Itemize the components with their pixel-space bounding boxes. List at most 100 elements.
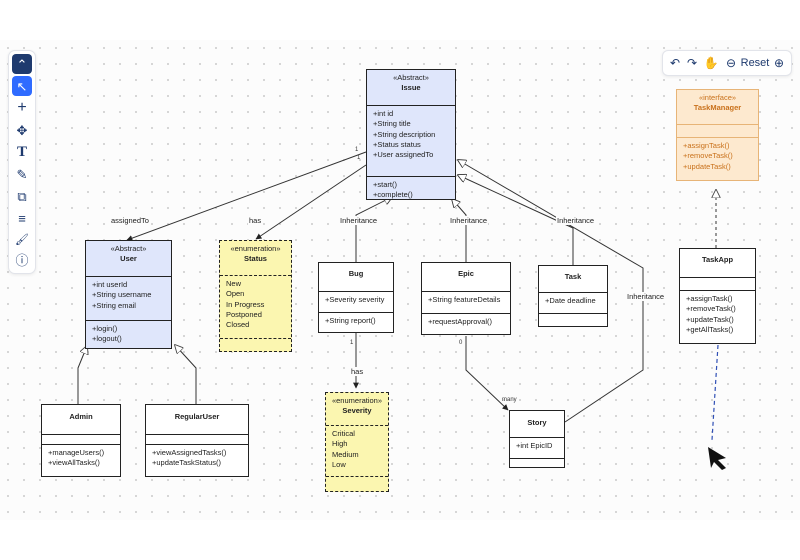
status-stereotype: «enumeration» (230, 244, 281, 253)
method: +login() (92, 324, 118, 333)
issue-name: Issue (401, 83, 421, 93)
bug-attributes: +Severity severity (319, 291, 393, 312)
severity-name: Severity (342, 406, 372, 416)
story-attributes: +int EpicID (510, 437, 564, 458)
brush-icon[interactable]: 🖌 (15, 233, 29, 246)
dependency-dashed-line (711, 344, 719, 441)
attribute: +String title (373, 119, 411, 129)
issue-methods: +start() +complete() (367, 176, 455, 204)
multiplicity-1: 1 (357, 155, 361, 161)
label-has-severity: has (350, 367, 365, 376)
method: +updateTaskStatus() (152, 458, 221, 468)
attribute: +int id (373, 109, 394, 118)
enum-value: Critical (332, 429, 355, 438)
pencil-icon[interactable]: ✎ (16, 166, 28, 182)
user-stereotype: «Abstract» (110, 244, 147, 253)
reset-button[interactable]: Reset (740, 57, 770, 69)
method: +requestApproval() (428, 317, 492, 326)
text-icon[interactable]: T (16, 143, 27, 160)
class-story[interactable]: Story +int EpicID (509, 410, 565, 468)
label-inheritance-task: Inheritance (556, 216, 596, 225)
class-task[interactable]: Task +Date deadline (538, 265, 608, 327)
attribute: +Date deadline (545, 296, 596, 305)
add-shape-icon[interactable]: ⧉ (17, 188, 27, 204)
zoom-in-icon[interactable]: ⊕ (773, 56, 785, 70)
info-icon[interactable]: ⓘ (15, 252, 29, 268)
enum-value: Medium (332, 449, 359, 459)
inherit-admin-line (77, 346, 87, 404)
story-name: Story (527, 418, 547, 427)
admin-methods: +manageUsers() +viewAllTasks() (42, 444, 120, 472)
bug-name: Bug (348, 269, 364, 278)
issue-attributes: +int id +String title +String descriptio… (367, 105, 455, 176)
epic-attributes: +String featureDetails (422, 291, 510, 313)
move-icon[interactable]: ✥ (16, 122, 28, 138)
method: +assignTask() (686, 294, 733, 303)
multiplicity-1: 1 (355, 147, 359, 153)
enum-status[interactable]: «enumeration» Status New Open In Progres… (219, 240, 292, 352)
view-controls: ↶ ↷ ✋ ⊖ Reset ⊕ (662, 50, 792, 76)
class-user[interactable]: «Abstract» User +int userId +String user… (85, 240, 172, 349)
inherit-regularuser-line (175, 345, 197, 404)
label-inheritance-story: Inheritance (626, 292, 666, 301)
task-attributes: +Date deadline (539, 292, 607, 313)
taskapp-empty-section (680, 277, 755, 290)
attribute: +Status status (373, 139, 421, 149)
label-assignedto: assignedTo (110, 216, 150, 225)
class-issue[interactable]: «Abstract» Issue +int id +String title +… (366, 69, 456, 200)
regularuser-name: RegularUser (174, 412, 220, 421)
regularuser-empty-section (146, 434, 248, 444)
class-taskapp[interactable]: TaskApp +assignTask() +removeTask() +upd… (679, 248, 756, 344)
epic-name: Epic (458, 269, 474, 278)
taskmanager-empty-section (677, 124, 758, 137)
user-methods: +login() +logout() (86, 320, 171, 348)
multiplicity-1: 1 (350, 340, 354, 346)
label-inheritance-epic: Inheritance (449, 216, 489, 225)
inherit-epic-line (452, 199, 467, 262)
sliders-icon[interactable]: ≡ (18, 210, 26, 226)
cursor-arrow-icon (708, 447, 726, 470)
pan-hand-icon[interactable]: ✋ (703, 56, 719, 70)
inherit-story-line (458, 160, 644, 423)
story-empty-section (510, 458, 564, 468)
attribute: +String username (92, 290, 152, 300)
interface-taskmanager[interactable]: «interface» TaskManager +assignTask() +r… (676, 89, 759, 181)
method: +viewAllTasks() (48, 458, 100, 468)
left-toolbar: ⌃ ↖ + ✥ T ✎ ⧉ ≡ 🖌 ⓘ (8, 50, 36, 274)
method: +updateTask() (683, 161, 731, 171)
collapse-icon[interactable]: ⌃ (12, 54, 32, 74)
epic-methods: +requestApproval() (422, 313, 510, 330)
enum-value: Low (332, 459, 346, 469)
label-inheritance-bug: Inheritance (339, 216, 379, 225)
zoom-out-icon[interactable]: ⊖ (725, 56, 737, 70)
class-bug[interactable]: Bug +Severity severity +String report() (318, 262, 394, 333)
select-pointer-icon[interactable]: ↖ (12, 76, 32, 96)
attribute: +String featureDetails (428, 295, 501, 304)
severity-values: Critical High Medium Low (326, 425, 388, 476)
enum-value: Postponed (226, 309, 262, 319)
enum-value: High (332, 439, 348, 449)
redo-icon[interactable]: ↷ (686, 56, 698, 70)
inherit-task-line (458, 175, 574, 265)
class-admin[interactable]: Admin +manageUsers() +viewAllTasks() (41, 404, 121, 477)
enum-value: In Progress (226, 299, 265, 309)
user-name: User (120, 254, 137, 264)
attribute: +String description (373, 129, 436, 139)
multiplicity-many: many (502, 397, 517, 403)
attribute: +int userId (92, 280, 128, 289)
severity-stereotype: «enumeration» (331, 396, 383, 405)
status-name: Status (244, 254, 267, 264)
assoc-has-status-line (255, 164, 367, 240)
undo-icon[interactable]: ↶ (669, 56, 681, 70)
enum-severity[interactable]: «enumeration» Severity Critical High Med… (325, 392, 389, 492)
taskmanager-name: TaskManager (693, 103, 742, 113)
add-icon[interactable]: + (17, 99, 27, 116)
enum-value: Open (226, 289, 245, 299)
class-epic[interactable]: Epic +String featureDetails +requestAppr… (421, 262, 511, 335)
status-empty-section (220, 338, 291, 350)
method: +logout() (92, 334, 122, 344)
assoc-epic-story-line (465, 336, 509, 411)
admin-empty-section (42, 434, 120, 444)
class-regularuser[interactable]: RegularUser +viewAssignedTasks() +update… (145, 404, 249, 477)
method: +getAllTasks() (686, 324, 734, 334)
